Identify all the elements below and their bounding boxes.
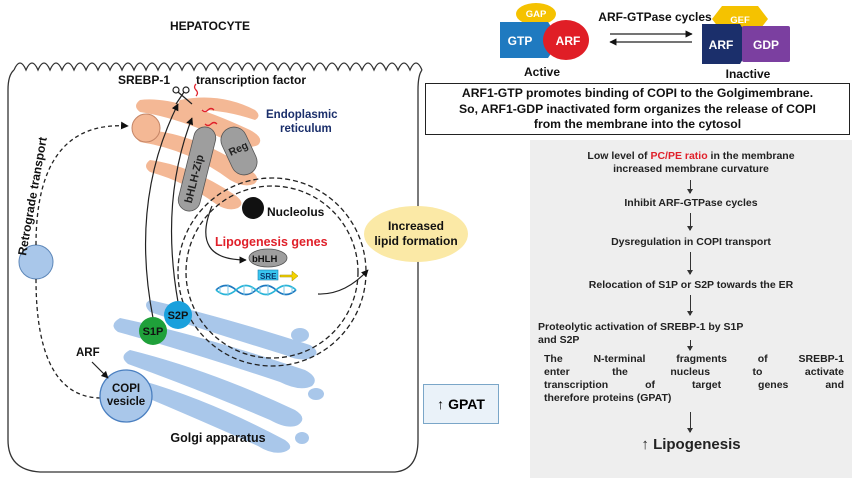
info-line-3: from the membrane into the cytosol: [533, 117, 742, 131]
nucleolus-label: Nucleolus: [267, 205, 325, 219]
increased-lipid-label-2: lipid formation: [374, 234, 457, 248]
s2p-protease: [164, 301, 192, 329]
arrow-1: [687, 180, 693, 194]
arf-label: ARF: [76, 347, 100, 359]
gpat-up-arrow: ↑: [437, 396, 445, 412]
final-up-arrow: ↑: [641, 436, 649, 453]
sre-label: SRE: [260, 272, 277, 281]
copi-label-2: vesicle: [107, 396, 145, 408]
nucleolus: [242, 197, 264, 219]
gdp-label: GDP: [753, 38, 779, 52]
step-2: Inhibit ARF-GTPase cycles: [624, 197, 758, 209]
gap-label: GAP: [526, 9, 547, 20]
er-label-2: reticulum: [280, 123, 332, 135]
lipid-arrow: [317, 269, 369, 295]
gef-label: GEF: [730, 15, 750, 26]
step-6: The N-terminal fragments of SREBP-1 ente…: [544, 353, 844, 405]
cycle-arrows: [609, 30, 693, 46]
cleavage-marks: [193, 83, 218, 127]
arf-arrow: [91, 361, 109, 379]
nuclear-entry-arrow: [205, 205, 247, 264]
pathway-panel: Low level of PC/PE ratio in the membrane…: [530, 140, 852, 478]
step-6-text-c: transcription of target genes and: [544, 379, 844, 391]
s2p-label: S2P: [168, 310, 189, 322]
info-line-1: ARF1-GTP promotes binding of COPI to the…: [461, 86, 814, 100]
sre-box: [257, 269, 279, 281]
cell-label: HEPATOCYTE: [170, 19, 250, 33]
er-label-1: Endoplasmic: [266, 109, 338, 121]
info-line-2: So, ARF1-GDP inactivated form organizes …: [459, 101, 816, 116]
retrograde-arrow: [35, 121, 129, 246]
active-label: Active: [524, 65, 560, 79]
step-5-text-a: Proteolytic activation of SREBP-1 by S1P: [538, 321, 744, 333]
arrow-5: [687, 340, 693, 351]
sre-arrow: [279, 270, 299, 282]
srebp-label: SREBP-1: [118, 73, 170, 87]
golgi-label: Golgi apparatus: [170, 431, 265, 445]
lipogenesis-genes-label: Lipogenesis genes: [215, 235, 328, 249]
gpat-label: GPAT: [448, 396, 485, 412]
bhlh-label: bHLH: [252, 254, 277, 265]
retrograde-label: Retrograde transport: [15, 136, 50, 257]
active-arf-complex: [500, 3, 589, 60]
s1p-label: S1P: [143, 326, 164, 338]
step-1-text-b: in the membrane: [707, 150, 795, 162]
retrograde-lower-path: [35, 278, 105, 399]
copi-label-1: COPI: [112, 383, 140, 395]
lipid-formation-ellipse: [364, 206, 468, 262]
gtp-label: GTP: [508, 34, 533, 48]
dna-helix: [215, 284, 297, 296]
bhlh-blob: [248, 248, 288, 268]
arrow-3: [687, 252, 693, 275]
inactive-label: Inactive: [726, 67, 771, 81]
step-1-text-a: Low level of: [587, 150, 651, 162]
cell-membrane: [7, 62, 423, 473]
step-1: Low level of PC/PE ratio in the membrane…: [530, 150, 852, 176]
arf-active-label: ARF: [556, 34, 581, 48]
er-vesicle: [131, 113, 161, 143]
step-5: Proteolytic activation of SREBP-1 by S1P…: [538, 321, 848, 347]
step-4: Relocation of S1P or S2P towards the ER: [588, 279, 794, 291]
gpat-box: ↑ GPAT: [423, 384, 499, 424]
step-6-text-b: enter the nucleus to activate: [544, 366, 844, 378]
arrow-6: [687, 412, 693, 433]
inactive-arf-complex: [702, 6, 790, 64]
arrow-2: [687, 213, 693, 231]
step-6-text-d: therefore proteins (GPAT): [544, 392, 672, 404]
step-3: Dysregulation in COPI transport: [611, 236, 771, 248]
step-5-text-b: and S2P: [538, 334, 580, 346]
final-step: ↑ Lipogenesis: [530, 436, 852, 454]
step-1-text-c: increased membrane curvature: [613, 163, 769, 175]
arrow-4: [687, 295, 693, 316]
s2p-arrow: [170, 117, 194, 303]
step-1-highlight: PC/PE ratio: [650, 150, 708, 162]
step-6-text-a: The N-terminal fragments of SREBP-1: [544, 353, 844, 365]
arf-inactive-label: ARF: [709, 38, 734, 52]
s1p-arrow: [144, 103, 179, 319]
s1p-protease: [139, 317, 167, 345]
info-box: ARF1-GTP promotes binding of COPI to the…: [425, 83, 850, 135]
transcription-label: transcription factor: [196, 73, 306, 87]
increased-lipid-label-1: Increased: [388, 219, 444, 233]
final-label: Lipogenesis: [653, 436, 741, 453]
srebp-protein: [177, 126, 258, 212]
scissors-icon: [172, 86, 193, 105]
cycle-title: ARF-GTPase cycles: [598, 10, 712, 24]
copi-vesicle: [99, 369, 153, 423]
